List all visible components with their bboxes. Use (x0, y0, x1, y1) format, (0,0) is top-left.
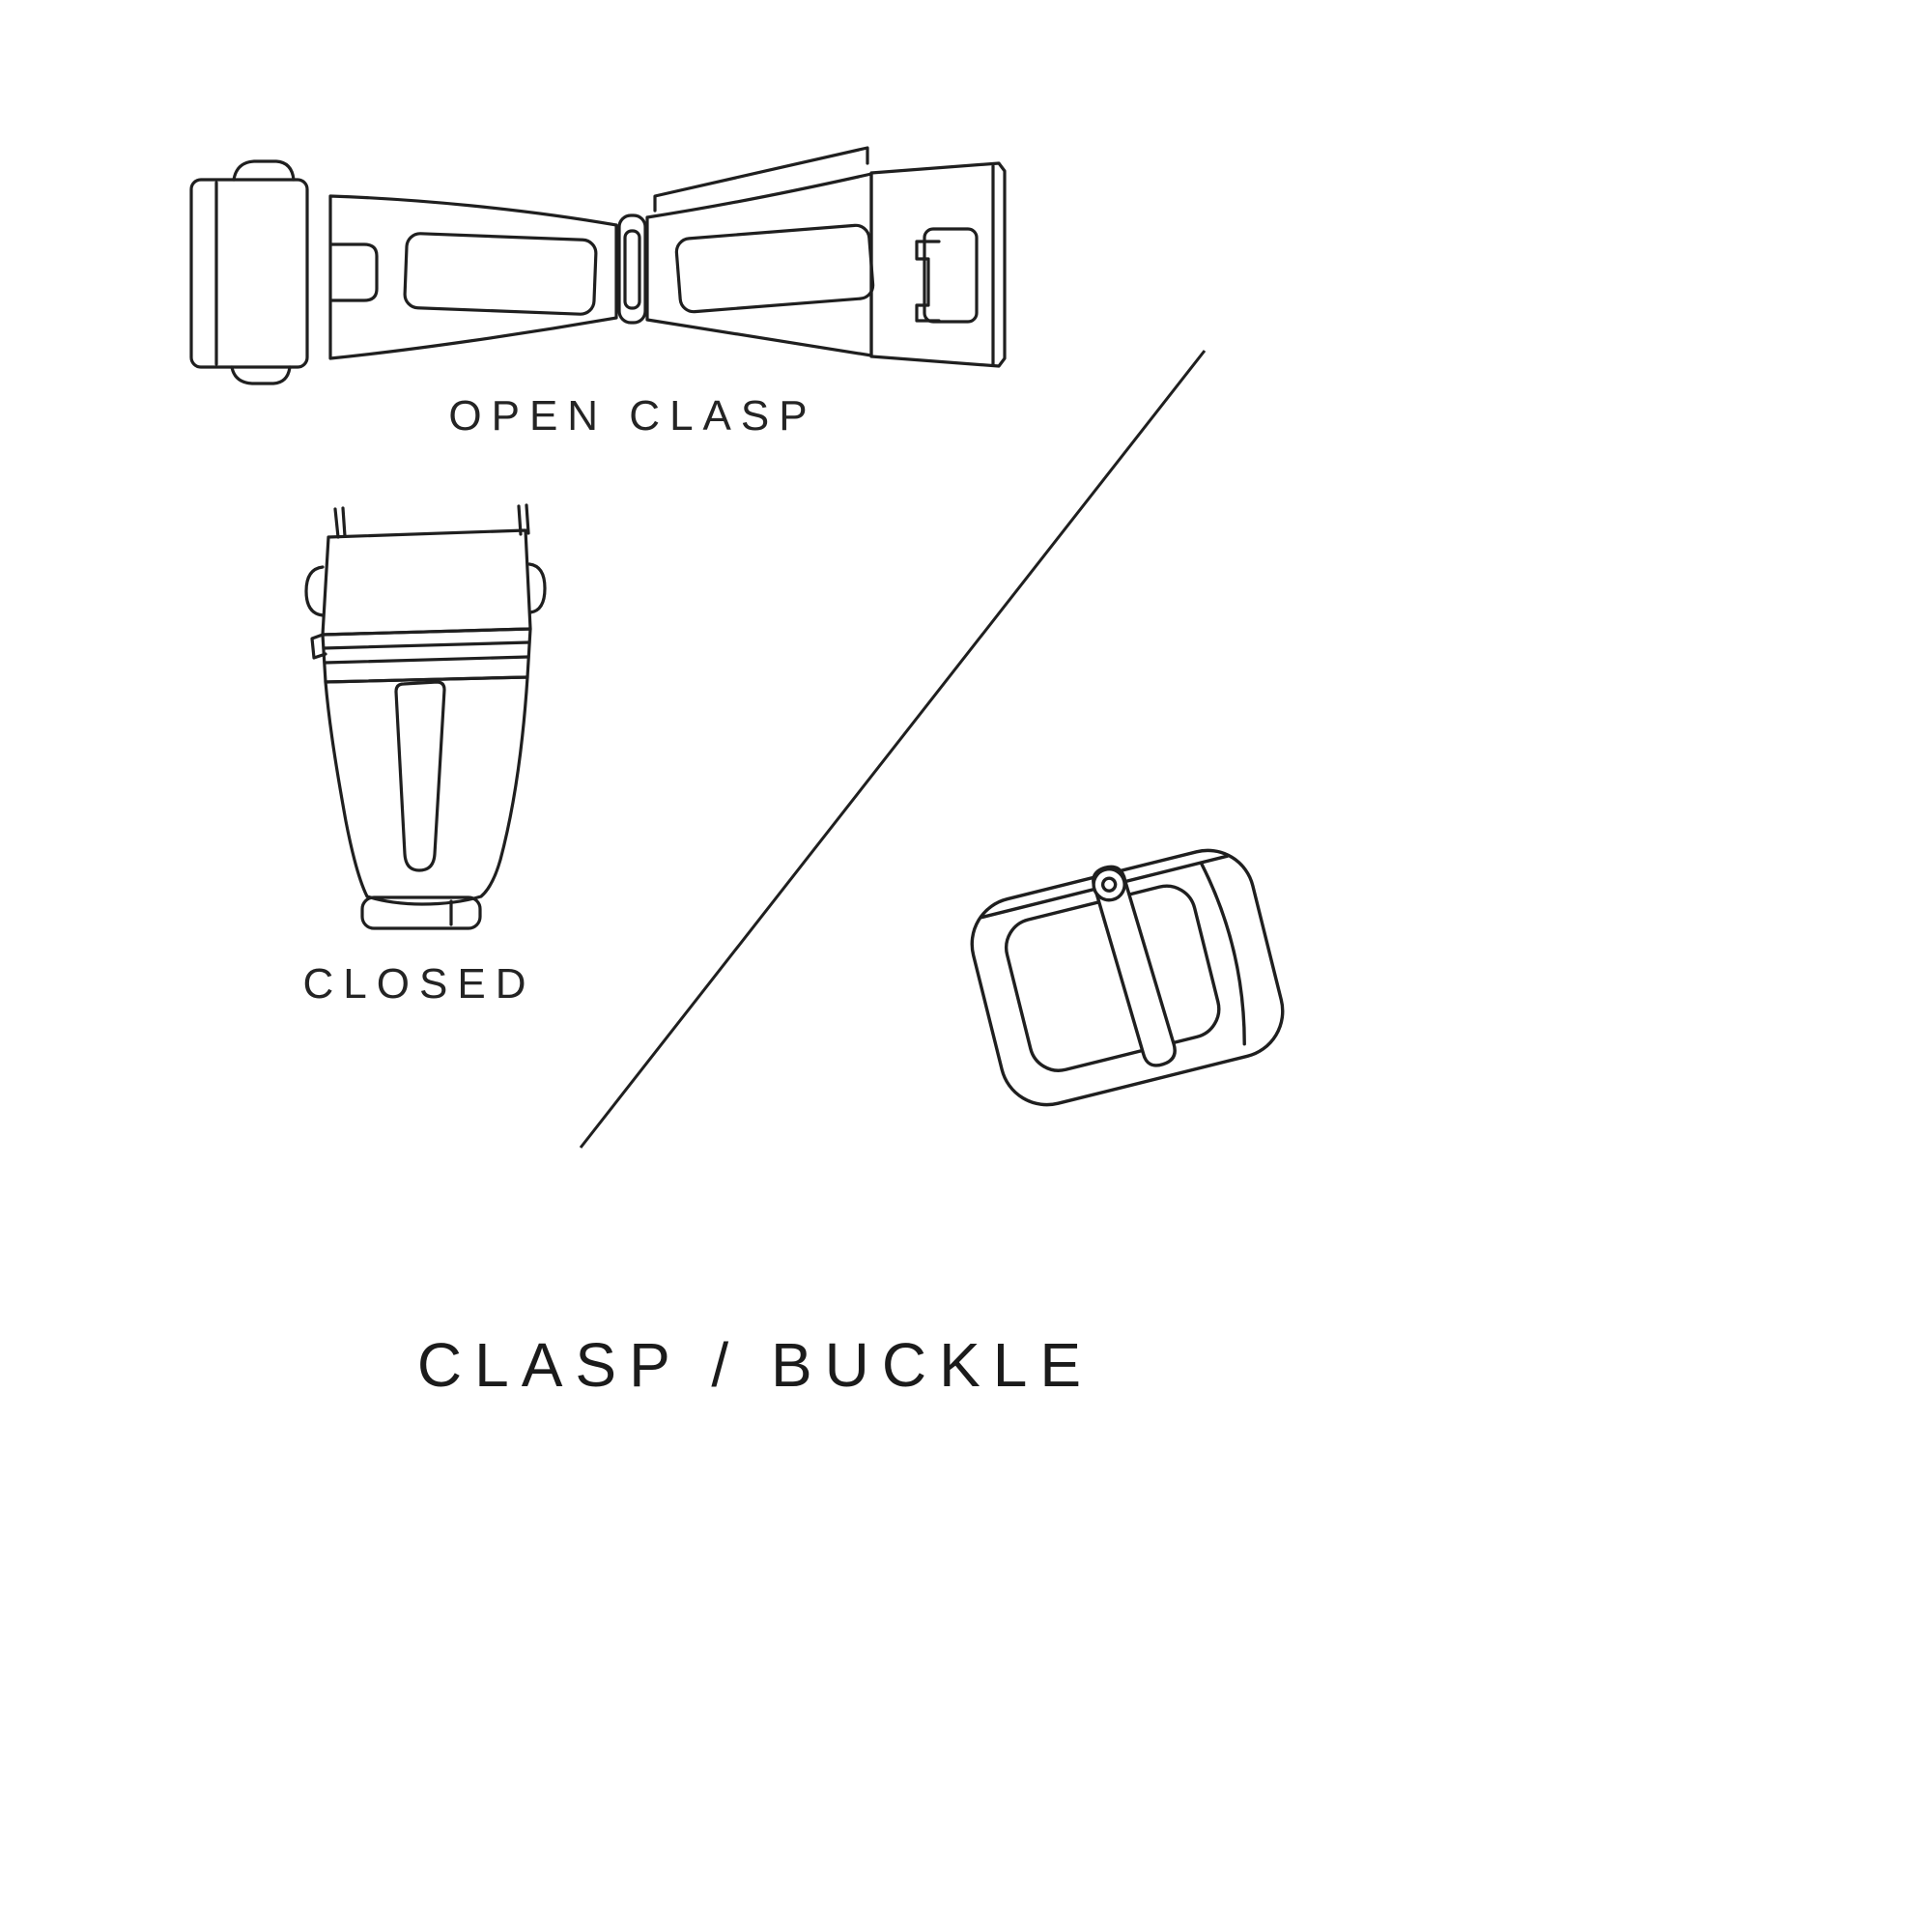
buckle-pin (1092, 865, 1177, 1067)
clasp-end-cap (869, 161, 1007, 368)
clasp-prong-left (333, 506, 347, 539)
closed-clasp-label: CLOSED (302, 960, 536, 1008)
clasp-bottom-cap (360, 895, 482, 930)
clasp-right-blade (645, 172, 873, 357)
clasp-body (324, 675, 529, 906)
clasp-end-link (189, 178, 309, 369)
clasp-hinge (617, 213, 647, 325)
clasp-left-blade (328, 194, 618, 360)
buckle-pin-loop (1092, 867, 1126, 902)
diagram-title: CLASP / BUCKLE (416, 1330, 1094, 1400)
buckle-illustration (970, 848, 1285, 1107)
closed-clasp-illustration (304, 503, 547, 930)
open-clasp-illustration (189, 146, 1007, 385)
open-clasp-label: OPEN CLASP (448, 392, 817, 440)
clasp-cover (321, 528, 532, 637)
diagonal-divider-line (579, 350, 1207, 1149)
